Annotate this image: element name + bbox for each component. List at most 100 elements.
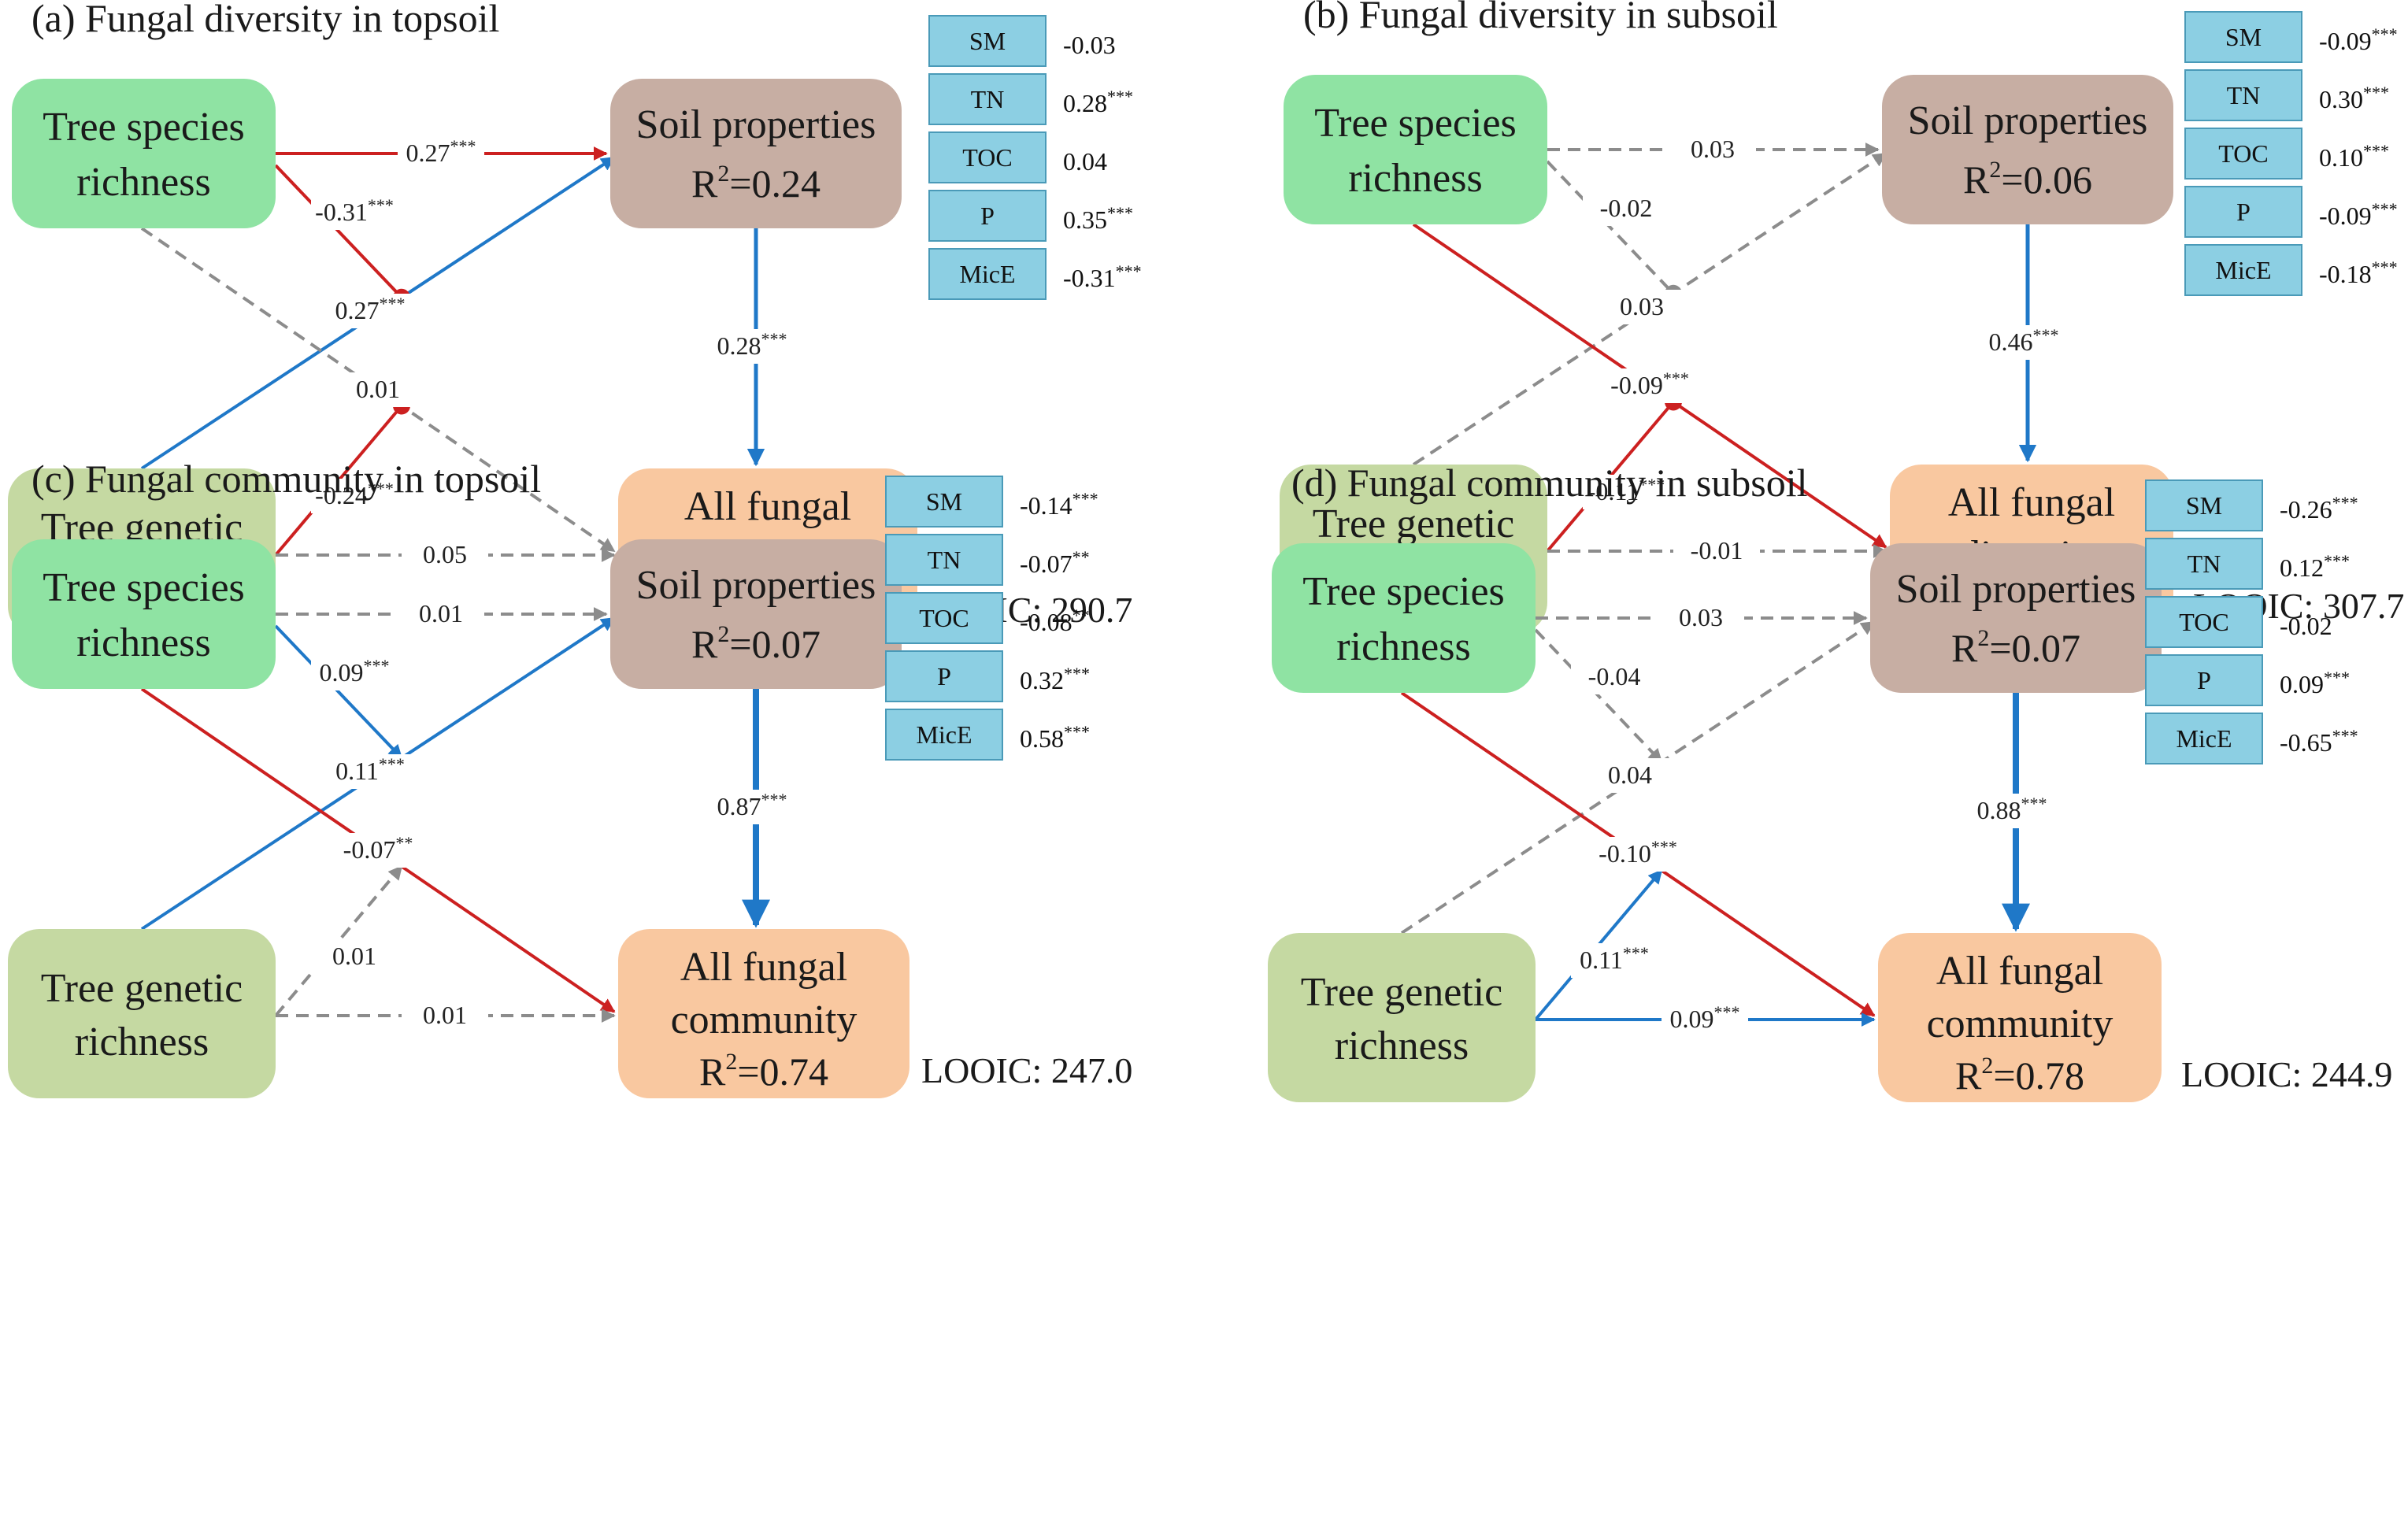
path-coefficient: -0.09*** [1610, 368, 1689, 399]
indicator-box [928, 73, 1047, 125]
panel-title: (c) Fungal community in topsoil [31, 457, 541, 501]
tree-species-label: Tree species [1314, 101, 1517, 146]
tree-species-label: Tree species [43, 565, 245, 610]
indicator-box [885, 650, 1003, 702]
fungal-label: community [671, 998, 858, 1042]
indicator-label: TOC [919, 604, 969, 632]
coef-bg [1980, 325, 2067, 360]
coef-bg [1673, 534, 1760, 568]
coef-bg [709, 329, 795, 364]
path-coefficient: 0.27*** [335, 294, 406, 324]
coef-bg [1595, 837, 1681, 872]
coef-bg [402, 998, 488, 1033]
indicator-label: SM [969, 27, 1006, 55]
indicator-value: -0.31*** [1063, 261, 1142, 292]
soil-r2: R2=0.07 [691, 621, 821, 666]
path-coefficient: -0.04 [1588, 662, 1641, 690]
indicator-label: TOC [962, 143, 1012, 172]
coef-bg [398, 597, 484, 631]
fungal-box [1878, 933, 2162, 1102]
indicator-box [885, 592, 1003, 644]
indicator-box [885, 476, 1003, 528]
fungal-label: All fungal [684, 484, 851, 529]
tree-species-label: Tree species [43, 105, 245, 150]
indicator-box [2184, 244, 2302, 296]
tree-species-box [12, 79, 276, 228]
path-coefficient: 0.28*** [717, 329, 787, 360]
path-coefficient: 0.01 [332, 942, 376, 970]
path-coefficient: 0.46*** [1989, 325, 2059, 356]
indicator-label: SM [2186, 491, 2222, 520]
path-coefficient: -0.31*** [315, 195, 394, 226]
coef-bg [335, 833, 421, 868]
tree-species-label: Tree species [1302, 569, 1505, 614]
soil-r2: R2=0.06 [1963, 157, 2092, 202]
path-species-interaction [1534, 628, 1663, 764]
indicator-box [2184, 186, 2302, 238]
tree-species-label: richness [1336, 624, 1470, 669]
coef-bg [1662, 1002, 1748, 1037]
coef-bg [402, 538, 488, 572]
tree-species-box [1272, 543, 1536, 693]
path-coefficient: 0.87*** [717, 790, 787, 820]
indicator-label: TN [2227, 81, 2261, 109]
indicator-label: TN [971, 85, 1005, 113]
indicator-label: TOC [2218, 139, 2268, 168]
path-species-interaction [274, 624, 403, 760]
path-coefficient: -0.24*** [315, 479, 394, 509]
indicator-value: -0.18*** [2319, 257, 2398, 288]
indicator-box [928, 190, 1047, 242]
indicator-value: -0.08** [1020, 605, 1090, 636]
indicator-value: -0.26*** [2280, 493, 2358, 524]
indicator-label: TN [2188, 550, 2221, 578]
fungal-r2: R2=0.74 [699, 1049, 828, 1094]
coef-bg [1599, 290, 1685, 324]
soil-properties-box [1882, 75, 2173, 224]
indicator-box [2145, 479, 2263, 531]
indicator-label: MicE [2176, 724, 2232, 753]
indicator-value: 0.10*** [2319, 141, 2389, 172]
indicator-value: 0.58*** [1020, 722, 1090, 753]
indicator-label: SM [2225, 23, 2262, 51]
path-coefficient: 0.04 [1608, 761, 1652, 789]
path-coefficient: 0.03 [1691, 135, 1735, 163]
path-coefficient: -0.11*** [1587, 475, 1665, 505]
tree-genetic-label: Tree genetic [41, 966, 243, 1011]
path-coefficient: -0.01 [1691, 536, 1743, 565]
indicator-label: SM [926, 487, 962, 516]
path-coefficient: -0.02 [1600, 194, 1653, 222]
indicator-label: MicE [2215, 256, 2271, 284]
indicator-value: 0.28*** [1063, 87, 1133, 117]
coef-bg [1583, 475, 1669, 509]
tree-species-label: richness [76, 620, 210, 665]
indicator-box [2184, 128, 2302, 180]
coef-bg [327, 754, 413, 789]
soil-properties-label: Soil properties [636, 102, 876, 147]
indicator-label: P [937, 662, 951, 690]
indicator-value: -0.07** [1020, 547, 1090, 578]
fungal-r2: R2=0.78 [1955, 1053, 2084, 1098]
soil-properties-label: Soil properties [1896, 567, 2136, 612]
indicator-label: P [2197, 666, 2211, 694]
coef-bg [311, 195, 398, 230]
indicator-label: TN [928, 546, 961, 574]
path-coefficient: 0.01 [419, 599, 463, 627]
panel-title: (a) Fungal diversity in topsoil [31, 0, 499, 40]
indicator-box [885, 709, 1003, 761]
path-genetic-soil [1400, 620, 1876, 935]
coef-bg [1587, 758, 1673, 793]
path-coefficient: 0.88*** [1977, 794, 2047, 824]
indicator-value: -0.03 [1063, 31, 1116, 59]
indicator-value: -0.02 [2280, 612, 2332, 640]
fungal-label: community [1927, 1001, 2113, 1046]
fungal-label: All fungal [1936, 949, 2103, 994]
soil-r2: R2=0.07 [1951, 625, 2080, 670]
soil-properties-box [1870, 543, 2162, 693]
path-coefficient: 0.03 [1679, 603, 1723, 631]
indicator-box [885, 534, 1003, 586]
indicator-box [2184, 11, 2302, 63]
soil-properties-label: Soil properties [1908, 98, 2148, 143]
